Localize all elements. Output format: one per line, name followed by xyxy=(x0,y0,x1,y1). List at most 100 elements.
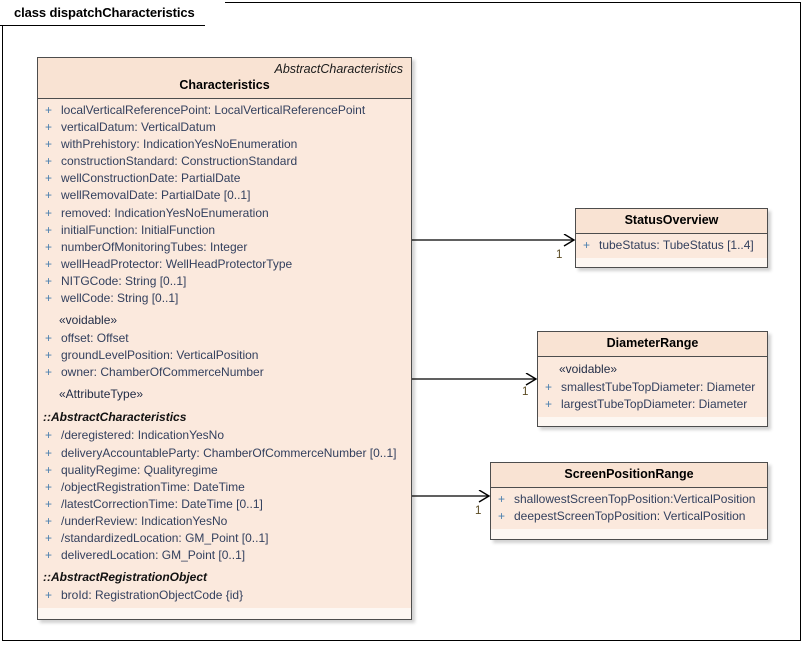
visibility-marker: + xyxy=(45,548,53,563)
attribute-signature: owner: ChamberOfCommerceNumber xyxy=(61,365,264,380)
attribute-signature: offset: Offset xyxy=(61,331,129,346)
stereotype-label-voidable: «voidable» xyxy=(559,362,618,376)
attribute-signature: initialFunction: InitialFunction xyxy=(61,222,216,237)
visibility-marker: + xyxy=(45,348,53,363)
diagram-title-tab-body: class dispatchCharacteristics xyxy=(0,0,205,26)
attribute-group-abstractcharacteristics: ::AbstractCharacteristics + /deregistered… xyxy=(38,408,411,564)
attribute-row: + wellCode: String [0..1] xyxy=(38,290,411,307)
stereotype-label-voidable: «voidable» xyxy=(59,313,118,328)
attribute-row: +NITGCode: String [0..1] xyxy=(38,273,411,290)
visibility-marker: + xyxy=(45,479,53,494)
visibility-marker: + xyxy=(45,428,53,443)
class-header-screen-position-range: ScreenPositionRange xyxy=(491,463,767,488)
attribute-signature: wellHeadProtector: WellHeadProtectorType xyxy=(61,256,293,271)
class-name-diameter-range: DiameterRange xyxy=(606,336,699,350)
attribute-row: +tubeStatus: TubeStatus [1..4] xyxy=(576,237,767,254)
diagram-title-tab-slant xyxy=(205,0,225,26)
class-body-characteristics: + localVerticalReferencePoint: LocalVerti… xyxy=(38,99,411,609)
class-body-status-overview: +tubeStatus: TubeStatus [1..4] xyxy=(576,234,767,259)
attribute-signature: numberOfMonitoringTubes: Integer xyxy=(61,239,248,254)
visibility-marker: + xyxy=(545,380,553,394)
attribute-signature: wellCode: String [0..1] xyxy=(61,291,179,306)
class-header-status-overview: StatusOverview xyxy=(576,209,767,234)
attribute-signature: smallestTubeTopDiameter: Diameter xyxy=(561,380,756,394)
attribute-row: + /latestCorrectionTime: DateTime [0..1] xyxy=(38,496,411,513)
class-body-diameter-range: «voidable» + smallestTubeTopDiameter: Dia… xyxy=(538,357,767,418)
visibility-marker: + xyxy=(45,445,53,460)
multiplicity-status-overview: 1 xyxy=(556,249,563,261)
inherited-section-label-abstractregistrationobject: ::AbstractRegistrationObject xyxy=(43,570,208,585)
attribute-signature: localVerticalReferencePoint: LocalVertic… xyxy=(61,103,366,117)
visibility-marker: + xyxy=(45,331,53,346)
attribute-row: +localVerticalReferencePoint: LocalVerti… xyxy=(38,102,411,119)
diagram-title-tab[interactable]: class dispatchCharacteristics xyxy=(0,0,225,26)
attribute-row: +/objectRegistrationTime: DateTime xyxy=(38,479,411,496)
attribute-row: + verticalDatum: VerticalDatum xyxy=(38,119,411,136)
attribute-signature: /latestCorrectionTime: DateTime [0..1] xyxy=(61,496,263,511)
visibility-marker: + xyxy=(45,462,53,477)
class-box-status-overview[interactable]: StatusOverview +tubeStatus: TubeStatus [… xyxy=(575,208,768,268)
class-box-screen-position-range[interactable]: ScreenPositionRange + shallowestScreenTop… xyxy=(490,462,768,540)
attribute-row: + /standardizedLocation: GM_Point [0..1] xyxy=(38,530,411,547)
attribute-signature: /standardizedLocation: GM_Point [0..1] xyxy=(61,530,269,545)
visibility-marker: + xyxy=(498,492,506,506)
multiplicity-screen-position-range: 1 xyxy=(475,505,482,517)
attribute-row: + initialFunction: InitialFunction xyxy=(38,222,411,239)
attribute-signature: constructionStandard: ConstructionStanda… xyxy=(61,154,298,169)
class-name-characteristics: Characteristics xyxy=(179,78,270,92)
class-box-characteristics[interactable]: AbstractCharacteristics Characteristics … xyxy=(37,57,412,620)
visibility-marker: + xyxy=(45,222,53,237)
attribute-row: +numberOfMonitoringTubes: Integer xyxy=(38,239,411,256)
attribute-row: + deliveryAccountableParty: ChamberOfComm… xyxy=(38,445,411,462)
visibility-marker: + xyxy=(45,171,53,186)
visibility-marker: + xyxy=(45,256,53,271)
attribute-signature: deliveredLocation: GM_Point [0..1] xyxy=(61,548,246,563)
attribute-signature: broId: RegistrationObjectCode {id} xyxy=(61,588,244,603)
class-parent-label: AbstractCharacteristics xyxy=(274,62,403,76)
attribute-signature: groundLevelPosition: VerticalPosition xyxy=(61,348,259,363)
attribute-row: + wellConstructionDate: PartialDate xyxy=(38,170,411,187)
visibility-marker: + xyxy=(498,509,506,524)
class-name-screen-position-range: ScreenPositionRange xyxy=(564,467,694,481)
visibility-marker: + xyxy=(45,365,53,380)
class-header-diameter-range: DiameterRange xyxy=(538,332,767,357)
visibility-marker: + xyxy=(45,513,53,528)
inherited-section-label-abstractcharacteristics: ::AbstractCharacteristics xyxy=(43,410,187,425)
attribute-signature: /underReview: IndicationYesNo xyxy=(61,513,228,528)
attribute-signature: largestTubeTopDiameter: Diameter xyxy=(561,397,748,412)
class-name-status-overview: StatusOverview xyxy=(624,213,719,227)
attribute-row: + deepestScreenTopPosition: VerticalPosit… xyxy=(491,508,767,525)
attribute-row: + qualityRegime: Qualityregime xyxy=(38,462,411,479)
attribute-row: +broId: RegistrationObjectCode {id} xyxy=(38,587,411,604)
attribute-row: +removed: IndicationYesNoEnumeration xyxy=(38,205,411,222)
attribute-row: + constructionStandard: ConstructionStand… xyxy=(38,153,411,170)
attribute-signature: wellRemovalDate: PartialDate [0..1] xyxy=(61,188,251,203)
attribute-group-base: + localVerticalReferencePoint: LocalVerti… xyxy=(38,102,411,307)
attribute-signature: deliveryAccountableParty: ChamberOfComme… xyxy=(61,445,397,460)
stereotype-label-attributetype: «AttributeType» xyxy=(59,387,144,402)
attribute-row: + /deregistered: IndicationYesNo xyxy=(38,427,411,444)
attribute-row: + shallowestScreenTopPosition:VerticalPos… xyxy=(491,491,767,508)
attribute-signature: removed: IndicationYesNoEnumeration xyxy=(61,205,269,220)
visibility-marker: + xyxy=(45,120,53,135)
attribute-signature: wellConstructionDate: PartialDate xyxy=(61,171,241,186)
attribute-signature: /deregistered: IndicationYesNo xyxy=(61,428,224,443)
attribute-row: + offset: Offset xyxy=(38,330,411,347)
visibility-marker: + xyxy=(45,496,53,511)
attribute-row: + deliveredLocation: GM_Point [0..1] xyxy=(38,547,411,564)
class-box-diameter-range[interactable]: DiameterRange «voidable» + smallestTubeTo… xyxy=(537,331,768,427)
visibility-marker: + xyxy=(45,530,53,545)
attribute-group-abstractregistrationobject: ::AbstractRegistrationObject +broId: Reg… xyxy=(38,568,411,604)
attribute-row: +withPrehistory: IndicationYesNoEnumerat… xyxy=(38,136,411,153)
attribute-row: + smallestTubeTopDiameter: Diameter xyxy=(538,379,767,396)
attribute-row: +largestTubeTopDiameter: Diameter xyxy=(538,396,767,413)
attribute-signature: qualityRegime: Qualityregime xyxy=(61,462,218,477)
visibility-marker: + xyxy=(45,291,53,306)
attribute-row: +wellRemovalDate: PartialDate [0..1] xyxy=(38,187,411,204)
attribute-signature: withPrehistory: IndicationYesNoEnumerati… xyxy=(61,137,298,152)
attribute-signature: shallowestScreenTopPosition:VerticalPosi… xyxy=(514,492,756,506)
visibility-marker: + xyxy=(45,154,53,169)
attribute-signature: deepestScreenTopPosition: VerticalPositi… xyxy=(514,509,746,524)
attribute-signature: NITGCode: String [0..1] xyxy=(61,273,187,288)
attribute-signature: verticalDatum: VerticalDatum xyxy=(61,120,216,135)
